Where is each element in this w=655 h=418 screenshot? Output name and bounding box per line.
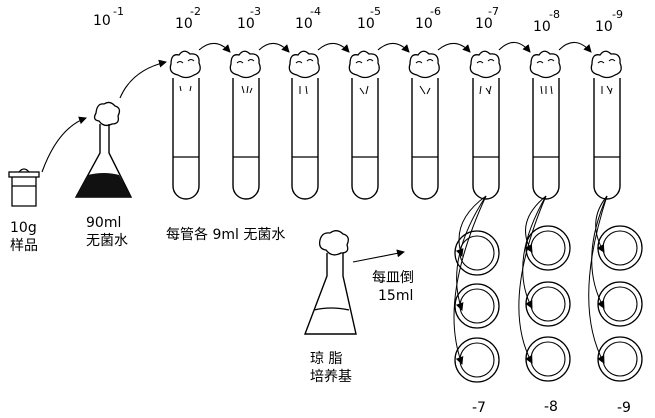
test-tube-2 xyxy=(169,50,201,200)
plate-column-label-8: -8 xyxy=(544,399,558,415)
test-tube-4 xyxy=(288,50,320,200)
pour-arrow xyxy=(352,249,405,263)
sample-name: 样品 xyxy=(10,237,38,254)
test-tube-5 xyxy=(348,50,380,200)
arrow-flask-to-tube-2 xyxy=(119,59,167,99)
arrow-tube-5-to-6 xyxy=(377,42,410,53)
plate-arrow-7c xyxy=(453,195,487,365)
dilution-exponent-7: -7 xyxy=(488,5,499,18)
petri-plate-9 xyxy=(597,336,643,382)
plate-arrow-8c xyxy=(518,195,547,364)
sample-container-icon xyxy=(8,168,40,207)
petri-plate-5 xyxy=(525,281,571,327)
dilution-label-1: 10 xyxy=(93,13,111,29)
plate-arrow-7b xyxy=(455,195,487,311)
plate-arrow-9c xyxy=(588,195,608,364)
plate-arrow-8a xyxy=(524,195,547,253)
agar-label: 琼 脂 培养基 xyxy=(310,351,352,386)
dilution-exponent-2: -2 xyxy=(190,5,201,18)
arrow-sample-to-flask xyxy=(41,116,87,173)
dilution-label-9: 10 xyxy=(595,19,613,35)
arrow-tube-4-to-5 xyxy=(317,42,350,53)
petri-plate-8 xyxy=(597,281,643,327)
dilution-label-6: 10 xyxy=(415,16,433,32)
dilution-exponent-6: -6 xyxy=(430,5,441,18)
dilution-exponent-5: -5 xyxy=(370,5,381,18)
petri-plate-6 xyxy=(525,336,571,382)
dilution-exponent-8: -8 xyxy=(549,8,560,21)
arrow-tube-6-to-7 xyxy=(437,42,471,53)
dilution-label-7: 10 xyxy=(475,16,493,32)
transfer-arrows xyxy=(41,41,592,173)
pour-line2: 15ml xyxy=(378,287,414,304)
arrow-tube-8-to-9 xyxy=(558,41,592,53)
sample-label: 10g 样品 xyxy=(10,220,38,255)
dilution-label-8: 10 xyxy=(533,19,551,35)
pour-label: 每皿倒 15ml xyxy=(372,270,414,305)
petri-plate-1 xyxy=(454,230,500,276)
test-tubes xyxy=(169,50,622,200)
plating-arrows xyxy=(453,195,608,365)
dilution-label-4: 10 xyxy=(295,16,313,32)
plate-arrow-9a xyxy=(595,195,608,253)
flask-icon xyxy=(74,101,133,198)
dilution-exponent-1: -1 xyxy=(113,5,124,18)
dilution-label-3: 10 xyxy=(237,16,255,32)
flask-label: 90ml 无菌水 xyxy=(86,215,128,250)
flask-volume: 90ml xyxy=(86,215,122,231)
arrow-tube-2-to-3 xyxy=(198,42,231,53)
plate-column-label-9: -9 xyxy=(617,400,631,416)
dilution-exponent-9: -9 xyxy=(612,8,623,21)
test-tube-9 xyxy=(590,50,622,200)
petri-plates xyxy=(454,225,643,383)
plate-column-label-7: -7 xyxy=(472,400,486,416)
dilution-exponent-4: -4 xyxy=(310,5,321,18)
petri-plate-3 xyxy=(454,337,500,383)
petri-plate-7 xyxy=(597,225,643,271)
arrow-tube-7-to-8 xyxy=(498,41,531,53)
agar-line2: 培养基 xyxy=(310,368,352,385)
sample-amount: 10g xyxy=(10,220,37,236)
test-tube-6 xyxy=(408,50,440,200)
dilution-label-2: 10 xyxy=(175,16,193,32)
arrow-tube-3-to-4 xyxy=(258,42,290,53)
petri-plate-2 xyxy=(454,283,500,329)
agar-line1: 琼 脂 xyxy=(310,351,343,367)
pour-line1: 每皿倒 xyxy=(372,270,414,286)
test-tube-3 xyxy=(229,50,261,200)
agar-flask-icon xyxy=(303,230,357,335)
tubes-label: 每管各 9ml 无菌水 xyxy=(166,227,286,243)
flask-name: 无菌水 xyxy=(86,232,128,249)
plate-arrow-8b xyxy=(522,195,547,309)
dilution-label-5: 10 xyxy=(357,16,375,32)
test-tube-8 xyxy=(529,50,561,200)
dilution-exponent-3: -3 xyxy=(250,5,261,18)
test-tube-7 xyxy=(469,50,501,200)
